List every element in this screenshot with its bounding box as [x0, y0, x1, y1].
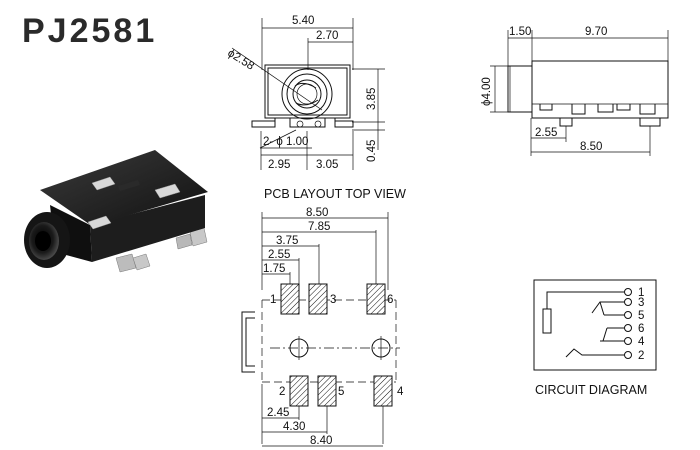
- pcb-pin-label-3: 3: [330, 294, 336, 306]
- dim-diameter: ϕ4.00: [481, 77, 493, 106]
- dim-body-length: 9.70: [585, 26, 607, 38]
- dim-pcb-255: 2.55: [268, 249, 290, 261]
- pcb-pad-3: [308, 283, 328, 315]
- product-photo: [24, 150, 208, 273]
- pcb-pin-label-4: 4: [397, 386, 404, 398]
- page-title: PJ2581: [22, 12, 158, 50]
- pcb-pad-5: [317, 375, 337, 407]
- pcb-pad-6: [366, 283, 386, 315]
- dim-pcb-850: 8.50: [306, 207, 328, 219]
- dim-foot-height: 0.45: [366, 140, 378, 162]
- dim-pcb-375: 3.75: [276, 235, 298, 247]
- dim-pcb-430: 4.30: [283, 421, 305, 433]
- dim-nose-length: 1.50: [509, 26, 531, 38]
- front-view: 5.40 2.70 ϕ2.58 3.85 0.45 2- ϕ 1.00 2.95…: [225, 15, 385, 171]
- pcb-pad-2: [289, 375, 309, 407]
- circuit-pin-5: 5: [638, 310, 644, 322]
- circuit-pin-1: 1: [638, 287, 644, 299]
- pcb-pin-label-6: 6: [387, 294, 393, 306]
- circuit-pin-3: 3: [638, 297, 644, 309]
- dim-pin-offset: 2.55: [535, 127, 557, 139]
- circuit-pin-2: 2: [638, 350, 644, 362]
- circuit-sleeve: [542, 308, 552, 334]
- pcb-layout: 8.50 7.85 3.75 2.55 1.75 1 3 6 2 5 4: [241, 207, 404, 447]
- pcb-pin-label-5: 5: [338, 386, 344, 398]
- pcb-pad-1: [280, 283, 300, 315]
- dim-pin-dia: 2- ϕ 1.00: [263, 136, 308, 148]
- dim-pcb-785: 7.85: [308, 221, 330, 233]
- dim-right-offset: 3.05: [316, 159, 338, 171]
- dim-half-width: 2.70: [316, 30, 338, 42]
- circuit-pin-6: 6: [638, 323, 644, 335]
- circuit-pin-4: 4: [638, 336, 645, 348]
- dim-pcb-245: 2.45: [267, 407, 289, 419]
- dim-height-right: 3.85: [366, 88, 378, 110]
- dim-pcb-840: 8.40: [310, 435, 332, 447]
- circuit-diagram: 1 3 5 6 4 2: [533, 279, 657, 371]
- circuit-frame: [533, 279, 657, 371]
- dim-hole-dia: ϕ2.58: [225, 47, 256, 72]
- dim-pcb-175: 1.75: [263, 263, 285, 275]
- dim-pin-span: 8.50: [580, 141, 602, 153]
- pcb-pin-label-2: 2: [279, 386, 285, 398]
- circuit-diagram-caption: CIRCUIT DIAGRAM: [535, 383, 648, 397]
- dim-width-top: 5.40: [292, 15, 314, 27]
- side-view: 1.50 9.70 ϕ4.00 2.55 8.50: [481, 26, 669, 156]
- pcb-pin-label-1: 1: [270, 294, 276, 306]
- pcb-pad-4: [373, 375, 393, 407]
- dim-left-offset: 2.95: [268, 159, 290, 171]
- pcb-layout-caption: PCB LAYOUT TOP VIEW: [264, 187, 406, 201]
